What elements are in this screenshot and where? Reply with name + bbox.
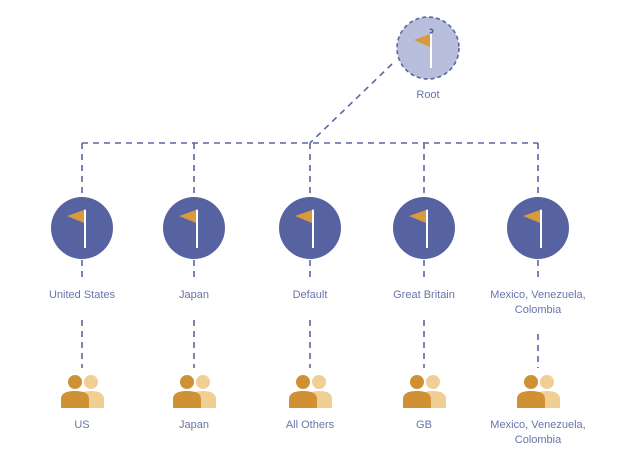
people-icon-mexico-venezuela-colombia (517, 375, 560, 408)
people-icon-gb (403, 375, 446, 408)
flag-icon (67, 206, 87, 248)
people-icon-us (61, 375, 104, 408)
audience-label-mexico-venezuela-colombia: Mexico, Venezuela, Colombia (490, 419, 586, 446)
people-icon (61, 375, 104, 408)
flag-icon (179, 206, 199, 248)
people-icon (517, 375, 560, 408)
node-japan (163, 197, 225, 259)
root-connector (309, 63, 393, 144)
people-icon (289, 375, 332, 408)
flag-icon (295, 206, 315, 248)
target-label-japan: Japan (179, 289, 209, 301)
people-icon (403, 375, 446, 408)
root-node (396, 16, 460, 80)
flag-icon (414, 28, 434, 68)
audience-label-japan: Japan (179, 419, 209, 431)
people-icon (173, 375, 216, 408)
people-icon-all-others (289, 375, 332, 408)
target-label-default: Default (292, 289, 328, 301)
people-icon-japan (173, 375, 216, 408)
audience-label-gb: GB (416, 419, 432, 431)
node-default (279, 197, 341, 259)
node-great-britain (393, 197, 455, 259)
flag-icon (409, 206, 429, 248)
target-label-united-states: United States (48, 289, 116, 301)
target-label-great-britain: Great Britain (393, 289, 455, 301)
flag-icon (523, 206, 543, 248)
audience-label-us: US (74, 419, 90, 431)
root-label: Root (416, 89, 440, 101)
audience-label-all-others: All Others (285, 419, 335, 431)
node-mexico-venezuela-colombia (507, 197, 569, 259)
target-label-mexico-venezuela-colombia: Mexico, Venezuela, Colombia (490, 289, 586, 316)
node-united-states (51, 197, 113, 259)
